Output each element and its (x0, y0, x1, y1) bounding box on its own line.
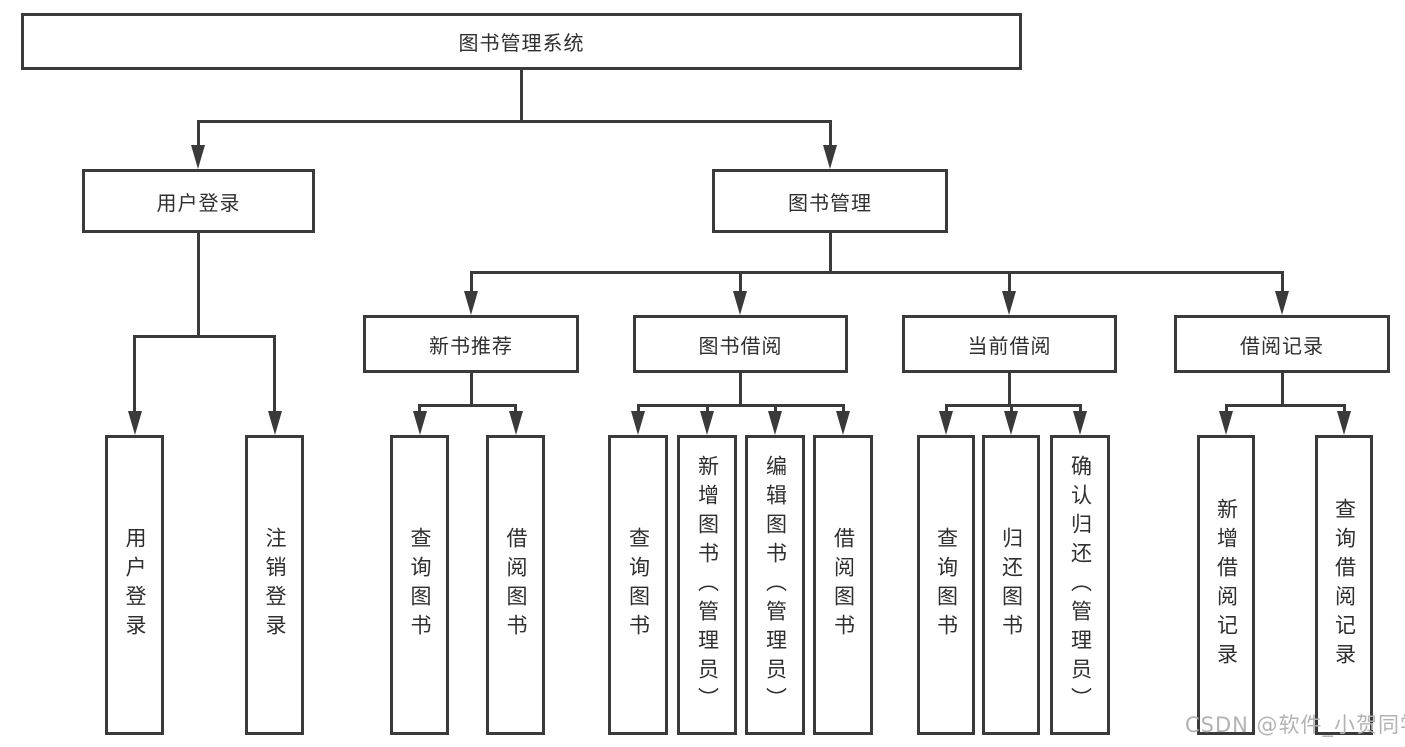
arrowhead-down-icon (631, 411, 645, 435)
connector-line (841, 405, 845, 416)
connector-line (196, 121, 200, 150)
arrowhead-down-icon (508, 411, 523, 435)
connector-line (1007, 373, 1011, 406)
connector-line (1280, 272, 1284, 296)
leaf-query-books-recommend: 查询图书 (390, 435, 449, 735)
node-borrowing-records: 借阅记录 (1174, 315, 1390, 373)
leaf-add-borrow-record-label: 新增借阅记录 (1214, 498, 1239, 672)
leaf-add-borrow-record: 新增借阅记录 (1197, 435, 1255, 735)
leaf-borrow-books-borrowing-label: 借阅图书 (831, 527, 856, 643)
connector-line (418, 405, 421, 416)
leaf-query-books-current: 查询图书 (917, 435, 975, 735)
leaf-query-borrow-record-label: 查询借阅记录 (1332, 498, 1357, 672)
arrowhead-down-icon (1219, 411, 1233, 435)
connector-line (738, 373, 742, 406)
connector-line (1280, 373, 1284, 406)
arrowhead-down-icon (939, 411, 953, 435)
arrowhead-down-icon (127, 411, 142, 435)
arrowhead-down-icon (768, 411, 782, 435)
arrowhead-down-icon (412, 411, 427, 435)
leaf-confirm-return-admin-label: 确认归还（管理员） (1068, 454, 1093, 716)
arrowhead-down-icon (1073, 411, 1087, 435)
leaf-logout: 注销登录 (245, 435, 304, 735)
node-current-borrowing-label: 当前借阅 (967, 333, 1052, 358)
connector-line (469, 270, 1284, 274)
connector-line (1224, 405, 1228, 416)
leaf-borrow-books-recommend-label: 借阅图书 (504, 527, 528, 643)
arrowhead-down-icon (1275, 291, 1289, 315)
connector-line (1007, 272, 1011, 296)
leaf-query-books-borrowing-label: 查询图书 (626, 527, 651, 643)
leaf-user-login: 用户登录 (105, 435, 164, 735)
arrowhead-down-icon (700, 411, 714, 435)
connector-line (514, 405, 517, 416)
arrowhead-down-icon (1004, 411, 1018, 435)
node-new-book-recommend-label: 新书推荐 (429, 333, 513, 358)
leaf-return-books-label: 归还图书 (999, 527, 1024, 643)
connector-line (738, 272, 742, 296)
connector-line (1224, 403, 1346, 407)
node-library-system: 图书管理系统 (21, 13, 1022, 70)
connector-line (196, 233, 200, 337)
connector-line (469, 373, 473, 406)
node-book-borrowing-label: 图书借阅 (698, 333, 783, 358)
leaf-query-books-current-label: 查询图书 (934, 527, 959, 643)
connector-line (196, 119, 832, 123)
connector-line (828, 233, 832, 273)
leaf-confirm-return-admin: 确认归还（管理员） (1050, 435, 1110, 735)
node-user-login-label: 用户登录 (156, 190, 241, 215)
leaf-query-borrow-record: 查询借阅记录 (1315, 435, 1373, 735)
leaf-user-login-label: 用户登录 (123, 527, 147, 643)
arrowhead-down-icon (191, 145, 205, 169)
leaf-query-books-recommend-label: 查询图书 (408, 527, 432, 643)
connector-line (773, 405, 777, 416)
connector-line (705, 405, 709, 416)
node-book-management: 图书管理 (712, 169, 948, 233)
leaf-logout-label: 注销登录 (263, 527, 287, 643)
leaf-add-books-admin-label: 新增图书（管理员） (695, 454, 720, 716)
connector-line (418, 403, 517, 407)
connector-line (1342, 405, 1346, 416)
node-library-system-label: 图书管理系统 (458, 31, 585, 55)
csdn-watermark: CSDN @软件_小贺同学 (1185, 713, 1405, 737)
node-borrowing-records-label: 借阅记录 (1240, 333, 1324, 358)
connector-line (519, 70, 523, 122)
arrowhead-down-icon (267, 411, 282, 435)
leaf-borrow-books-recommend: 借阅图书 (486, 435, 545, 735)
connector-line (469, 272, 473, 296)
connector-line (828, 121, 832, 150)
connector-line (273, 336, 276, 416)
arrowhead-down-icon (1337, 411, 1351, 435)
connector-line (133, 334, 276, 338)
connector-line (944, 405, 948, 416)
connector-line (636, 403, 845, 407)
arrowhead-down-icon (733, 291, 747, 315)
leaf-query-books-borrowing: 查询图书 (608, 435, 668, 735)
arrowhead-down-icon (823, 145, 837, 169)
connector-line (1009, 405, 1013, 416)
leaf-return-books: 归还图书 (982, 435, 1040, 735)
node-user-login: 用户登录 (82, 169, 315, 233)
node-book-borrowing: 图书借阅 (633, 315, 848, 373)
arrowhead-down-icon (836, 411, 850, 435)
connector-line (1078, 405, 1082, 416)
node-current-borrowing: 当前借阅 (902, 315, 1117, 373)
arrowhead-down-icon (1002, 291, 1016, 315)
connector-line (944, 403, 1082, 407)
arrowhead-down-icon (464, 291, 478, 315)
connector-line (636, 405, 640, 416)
node-book-management-label: 图书管理 (788, 190, 872, 215)
node-new-book-recommend: 新书推荐 (363, 315, 579, 373)
leaf-edit-books-admin: 编辑图书（管理员） (745, 435, 805, 735)
connector-line (133, 336, 136, 416)
leaf-borrow-books-borrowing: 借阅图书 (813, 435, 873, 735)
leaf-add-books-admin: 新增图书（管理员） (677, 435, 737, 735)
leaf-edit-books-admin-label: 编辑图书（管理员） (763, 454, 788, 716)
